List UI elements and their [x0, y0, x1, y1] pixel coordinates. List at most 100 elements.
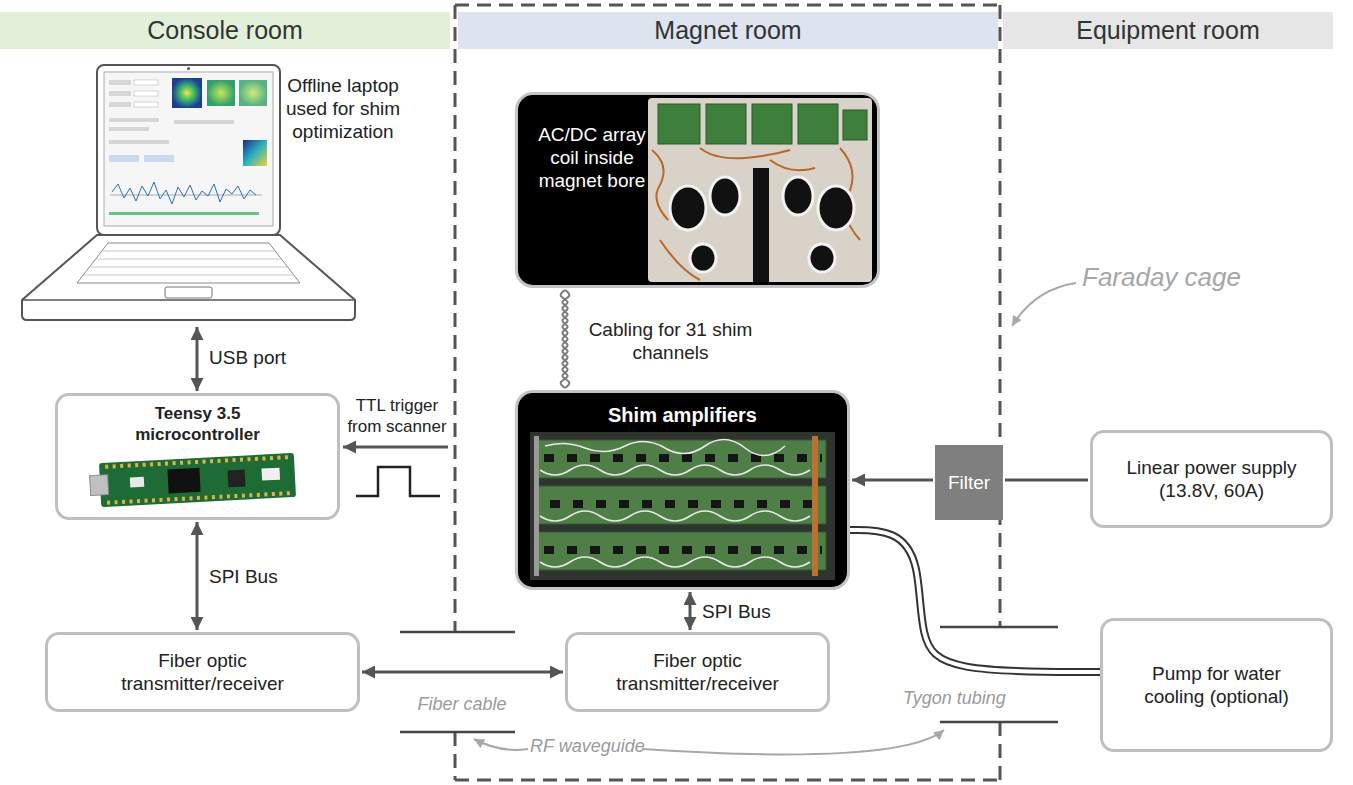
array-coil-photo-part	[710, 177, 740, 215]
microcontroller-photo-part	[167, 468, 200, 494]
laptop-drawing-part	[165, 287, 212, 298]
cable-strand	[562, 290, 569, 388]
laptop-drawing-part	[83, 251, 294, 275]
connector-arrow	[197, 522, 198, 630]
array-coil-photo-part	[753, 168, 769, 282]
laptop-drawing-part	[109, 212, 259, 215]
connector-label: SPI Bus	[209, 565, 278, 588]
faraday-cage-outline-part	[454, 732, 457, 780]
laptop-drawing-part	[134, 102, 158, 107]
signal-label: TTL trigger from scanner	[345, 396, 449, 437]
laptop-drawing-part	[104, 72, 273, 226]
laptop-drawing-part	[174, 120, 234, 124]
laptop-drawing-part	[109, 91, 131, 96]
label-anchor: TTL trigger from scanner	[345, 396, 449, 437]
label-anchor: RF waveguide	[530, 736, 645, 758]
microcontroller-box: Teensy 3.5 microcontroller	[55, 393, 340, 520]
laptop-drawing-part	[172, 78, 202, 108]
rf-waveguide-part	[940, 721, 1058, 724]
laptop-drawing-part	[109, 102, 131, 107]
amplifier-photo-part	[534, 436, 539, 576]
amplifier-photo-part	[540, 465, 810, 475]
node-text: AC/DC array coil inside magnet bore	[530, 123, 654, 193]
amplifier-photo-part	[544, 454, 822, 462]
faraday-cage-outline-part	[455, 779, 1000, 782]
array-coil-photo-part	[798, 104, 838, 144]
connector-line	[852, 479, 933, 482]
microcontroller-photo-part	[99, 453, 296, 507]
room-band: Console room	[0, 12, 450, 49]
cooling-tubing	[850, 530, 1100, 672]
node-text: Offline laptop used for shim optimizatio…	[268, 74, 418, 144]
rf-waveguide	[400, 627, 1058, 732]
ttl-trigger	[343, 447, 448, 496]
connector-line	[196, 522, 199, 630]
amplifier-photo-part	[540, 557, 810, 567]
laptop-drawing-part	[109, 80, 234, 162]
laptop-drawing-part	[83, 275, 294, 276]
array-coil-photo-part	[690, 244, 716, 272]
laptop-drawing-part	[96, 259, 281, 260]
connector-arrow	[1005, 480, 1088, 481]
microcontroller-photo-part	[228, 469, 246, 487]
microcontroller-photo-part	[130, 477, 145, 488]
enclosure-label: Faraday cage	[1082, 262, 1241, 294]
array-coil-photo-part	[648, 98, 872, 282]
connector-label: USB port	[209, 346, 286, 369]
leader-arrow	[474, 283, 1076, 754]
transceiver-box: Fiber optic transmitter/receiver	[565, 632, 830, 712]
array-coil-photo-part	[752, 104, 792, 144]
connector-label-anchor: USB port	[209, 346, 286, 369]
connector-line	[689, 592, 692, 630]
laptop-drawing-part	[207, 80, 235, 106]
microcontroller-photo-part	[261, 468, 280, 481]
rf-waveguide-part	[940, 626, 1058, 629]
node-text: Linear power supply (13.8V, 60A)	[1119, 456, 1304, 502]
amplifier-photo-part	[550, 500, 822, 508]
amplifier-photo-part	[545, 439, 785, 455]
amplifier-photo-part	[538, 532, 826, 570]
filter-box: Filter	[935, 445, 1003, 520]
room-band: Equipment room	[1003, 12, 1333, 49]
connector-arrow	[197, 327, 198, 391]
label-anchor: Faraday cage	[1082, 262, 1241, 294]
array-coil-photo-part	[652, 150, 668, 220]
amplifier-photo-part	[544, 458, 822, 550]
faraday-cage-outline-part	[999, 5, 1002, 627]
laptop-drawing-part	[109, 155, 139, 162]
waveguide-label: RF waveguide	[530, 736, 645, 758]
amplifier-photo-part	[540, 511, 810, 521]
node-text: Teensy 3.5 microcontroller	[108, 404, 288, 445]
rf-waveguide-part	[400, 631, 515, 634]
amplifier-photo-part	[538, 440, 826, 570]
array-coil-photo-part	[783, 177, 813, 215]
ttl-trigger-part	[356, 467, 440, 496]
amplifier-photo-part	[538, 440, 826, 478]
laptop-drawing-part	[22, 299, 355, 301]
connector-arrow	[852, 480, 933, 481]
amplifier-photo-part	[540, 439, 810, 567]
array-coil-photo-part	[706, 104, 746, 144]
array-coil-photo-part	[700, 148, 790, 158]
connector-label: Cabling for 31 shim channels	[588, 318, 753, 364]
laptop-node: Offline laptop used for shim optimizatio…	[15, 60, 426, 325]
faraday-cage-outline	[455, 5, 1000, 780]
node-text: Console room	[147, 15, 303, 46]
laptop-drawing-part	[102, 251, 275, 252]
laptop-drawing-part	[109, 118, 159, 122]
node-text: Shim amplifiers	[608, 403, 757, 427]
array-coil-photo-part	[818, 186, 854, 230]
microcontroller-photo-part	[107, 493, 291, 503]
leader-arrow-part	[474, 739, 528, 750]
faraday-cage-outline-part	[454, 5, 457, 632]
room-band: Magnet room	[458, 12, 998, 49]
laptop-drawing-part	[144, 155, 174, 162]
leader-arrow-part	[642, 730, 944, 754]
array-coil-photo-part	[658, 104, 867, 144]
power-supply-box: Linear power supply (13.8V, 60A)	[1090, 430, 1333, 528]
connector-label: Tygon tubing	[903, 688, 1006, 710]
amplifier-photo-part	[544, 546, 822, 554]
laptop-drawing-part	[239, 80, 267, 106]
connector-arrow	[362, 672, 563, 673]
